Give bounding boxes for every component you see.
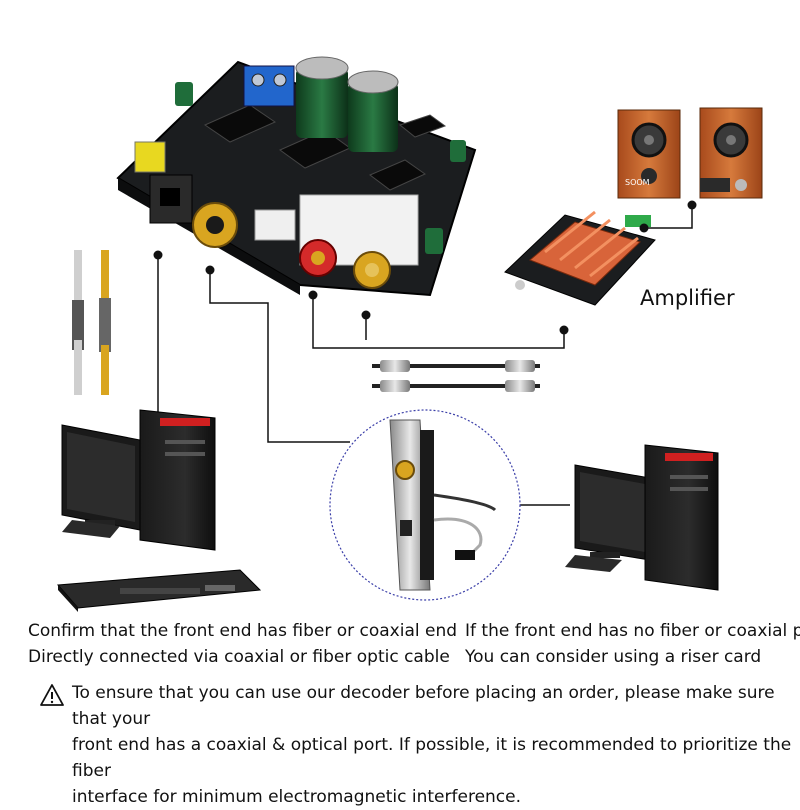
left-tower	[139, 409, 216, 551]
right-caption-line1: If the front end has no fiber or coaxial…	[465, 621, 800, 641]
left-monitor	[61, 424, 141, 531]
dvd-player	[56, 569, 262, 612]
left-keyboard	[62, 520, 120, 538]
connector-lines	[157, 205, 693, 506]
rca-output	[299, 194, 419, 289]
amplifier-label: Amplifier	[640, 286, 735, 310]
capacitor	[347, 70, 399, 152]
connector-dots	[153, 200, 697, 335]
right-caption-line2: You can consider using a riser card	[465, 647, 762, 667]
right-tower	[644, 444, 719, 591]
riser-card-callout	[329, 409, 521, 601]
optical-port	[134, 141, 193, 224]
warning-line: interface for minimum electromagnetic in…	[72, 787, 522, 807]
warning-line: To ensure that you can use our decoder b…	[72, 683, 775, 729]
warning-text: To ensure that you can use our decoder b…	[72, 680, 796, 810]
capacitor	[295, 56, 349, 138]
warning-triangle-icon	[40, 684, 64, 706]
speaker-badge: SOOM	[625, 178, 650, 187]
right-keyboard	[565, 555, 622, 572]
decoder-board	[116, 56, 477, 297]
left-caption-line1: Confirm that the front end has fiber or …	[28, 621, 458, 641]
right-monitor	[574, 464, 651, 561]
warning-line: front end has a coaxial & optical port. …	[72, 735, 792, 781]
coaxial-port	[192, 202, 238, 248]
rca-cable	[372, 360, 540, 392]
coaxial-cable	[99, 250, 111, 395]
speaker-right	[699, 107, 763, 199]
screw-terminal	[243, 65, 295, 107]
amplifier-board	[504, 210, 656, 306]
optical-cable	[72, 250, 84, 395]
left-caption-line2: Directly connected via coaxial or fiber …	[28, 647, 450, 667]
speaker-left	[617, 109, 681, 199]
